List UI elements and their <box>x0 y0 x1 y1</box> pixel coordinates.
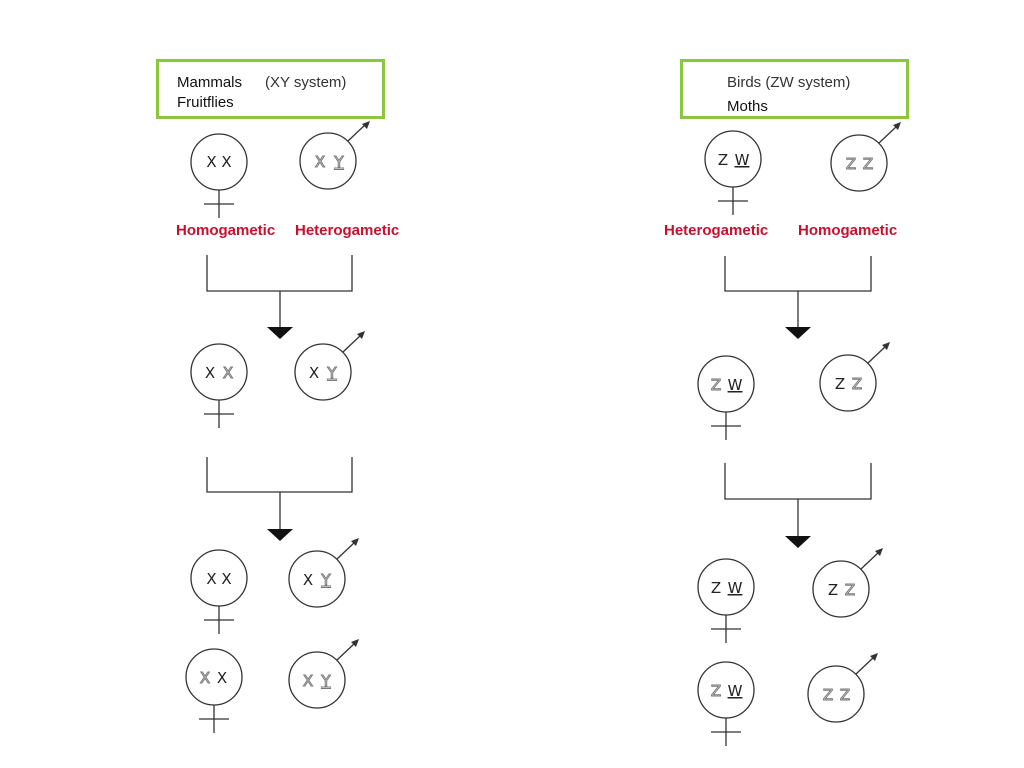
svg-text:X: X <box>315 153 325 171</box>
svg-text:X X: X X <box>206 570 231 588</box>
svg-text:W: W <box>728 682 743 700</box>
male-symbol: Z Z <box>812 548 883 618</box>
svg-text:Z: Z <box>852 375 862 393</box>
svg-text:X: X <box>303 672 313 690</box>
svg-text:Z: Z <box>823 686 833 704</box>
birds-header-box: Birds (ZW system) Moths <box>680 59 909 119</box>
svg-text:Y: Y <box>320 672 331 690</box>
svg-text:W: W <box>728 376 743 394</box>
xx-chromosomes: X X <box>206 153 231 171</box>
svg-text:Z: Z <box>863 155 873 173</box>
cross-bracket <box>724 463 872 548</box>
female-symbol: Z W <box>697 661 755 747</box>
left-homogametic-label: Homogametic <box>176 222 276 239</box>
xy-system-label: (XY system) <box>265 74 347 91</box>
svg-text:Z: Z <box>845 581 855 599</box>
svg-text:Y: Y <box>326 364 337 382</box>
fruitflies-label: Fruitflies <box>177 94 234 111</box>
left-heterogametic-label: Heterogametic <box>295 222 400 239</box>
female-symbol: X X <box>190 549 248 635</box>
svg-text:Y: Y <box>320 571 331 589</box>
male-symbol: X Y <box>299 121 370 190</box>
female-symbol: Z W <box>704 130 762 216</box>
cross-bracket <box>724 256 872 339</box>
svg-text:X: X <box>200 669 210 687</box>
male-symbol: X Y <box>288 538 359 608</box>
female-symbol: X X <box>185 648 243 734</box>
svg-text:X: X <box>303 571 313 589</box>
right-homogametic-label: Homogametic <box>798 222 898 239</box>
svg-text:Z: Z <box>840 686 850 704</box>
svg-text:Z: Z <box>711 682 721 700</box>
svg-text:X: X <box>217 669 227 687</box>
svg-text:Z: Z <box>711 376 721 394</box>
svg-text:Z: Z <box>828 581 838 599</box>
female-symbol: X X <box>190 343 248 429</box>
female-symbol: X X <box>190 133 248 219</box>
cross-bracket <box>206 255 353 339</box>
male-symbol: Z Z <box>819 342 890 412</box>
svg-text:W: W <box>735 151 750 169</box>
svg-text:Y: Y <box>333 153 344 171</box>
svg-text:Z: Z <box>718 151 728 169</box>
svg-text:Z: Z <box>846 155 856 173</box>
svg-text:Z: Z <box>835 375 845 393</box>
svg-text:Z: Z <box>711 579 721 597</box>
svg-text:X: X <box>205 364 215 382</box>
mammals-header-box: Mammals (XY system) Fruitflies <box>156 59 385 119</box>
male-symbol: X Y <box>288 639 359 709</box>
svg-text:X: X <box>309 364 319 382</box>
cross-bracket <box>206 457 353 541</box>
male-symbol: Z Z <box>830 122 901 192</box>
female-symbol: Z W <box>697 558 755 644</box>
female-symbol: Z W <box>697 355 755 441</box>
right-heterogametic-label: Heterogametic <box>664 222 769 239</box>
moths-label: Moths <box>727 98 768 115</box>
male-symbol: X Y <box>294 331 365 401</box>
birds-zw-system-label: Birds (ZW system) <box>727 74 851 91</box>
male-symbol: Z Z <box>807 653 878 723</box>
mammals-label: Mammals <box>177 74 243 91</box>
svg-text:X: X <box>223 364 233 382</box>
svg-text:W: W <box>728 579 743 597</box>
